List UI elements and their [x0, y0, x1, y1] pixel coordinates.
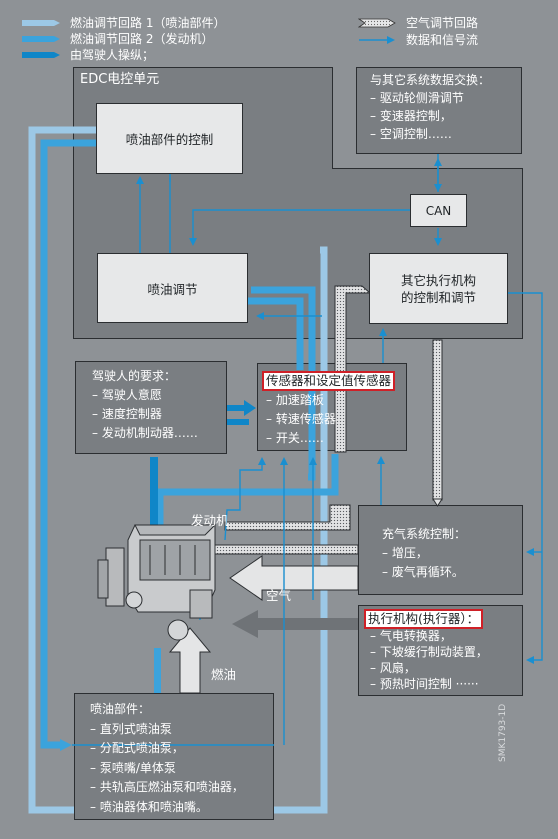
- list-item: – 喷油器体和喷油嘴。: [90, 799, 208, 814]
- other-actuators-line2: 的控制和调节: [400, 289, 476, 305]
- injection-components-list: – 直列式喷油泵 – 分配式喷油泵， – 泵喷嘴/单体泵 – 共轨高压燃油泵和喷…: [90, 720, 244, 818]
- other-systems-list: – 驱动轮侧滑调节 – 变速器控制， – 空调控制……: [370, 89, 490, 143]
- charge-control-text: 充气系统控制： – 增压， – 废气再循环。: [382, 525, 466, 582]
- driver-requirements-text: 驾驶人的要求： – 驾驶人意愿 – 速度控制器 – 发动机制动器……: [92, 367, 198, 443]
- signal-arrow-icon: [359, 35, 395, 44]
- legend-loop2-label: 燃油调节回路 2（发动机）: [70, 32, 214, 46]
- legend-item-loop1: 燃油调节回路 1（喷油部件）: [22, 14, 225, 31]
- list-item: – 废气再循环。: [382, 565, 464, 579]
- list-item: – 转速传感器: [266, 412, 336, 426]
- other-systems-text: 与其它系统数据交换： – 驱动轮侧滑调节 – 变速器控制， – 空调控制……: [370, 71, 490, 143]
- list-item: – 气电转换器，: [370, 629, 452, 643]
- legend-item-air: 空气调节回路: [358, 14, 478, 31]
- sensors-list: – 加速踏板 – 转速传感器 – 开关……: [266, 391, 336, 448]
- charge-control-list: – 增压， – 废气再循环。: [382, 544, 466, 582]
- list-item: – 开关……: [266, 431, 324, 445]
- list-item: – 下坡缓行制动装置，: [370, 645, 488, 659]
- engine-label: 发动机: [191, 513, 229, 528]
- sensors-title: 传感器和设定值传感器: [262, 370, 396, 391]
- can-box: CAN: [410, 194, 467, 227]
- injection-regulation-box: 喷油调节: [97, 253, 248, 323]
- list-item: – 风扇，: [370, 661, 416, 675]
- list-item: – 加速踏板: [266, 393, 324, 407]
- injection-components-box: [74, 693, 274, 820]
- edc-unit-title: EDC电控单元: [80, 72, 160, 87]
- legend-item-signal: 数据和信号流: [358, 31, 478, 48]
- fuel-label: 燃油: [211, 667, 237, 682]
- list-item: – 分配式喷油泵，: [90, 741, 184, 755]
- list-item: – 空调控制……: [370, 127, 452, 141]
- fuel-arrow: [168, 627, 212, 694]
- can-label: CAN: [425, 203, 452, 218]
- driver-requirements-title: 驾驶人的要求：: [92, 369, 177, 383]
- list-item: – 驱动轮侧滑调节: [370, 91, 464, 105]
- sensors-title-label: 传感器和设定值传感器: [262, 371, 396, 391]
- injection-component-control-label: 喷油部件的控制: [125, 132, 214, 147]
- actuators-title-label: 执行机构(执行器）：: [364, 609, 484, 629]
- charge-control-title: 充气系统控制：: [382, 527, 467, 541]
- legend-air-label: 空气调节回路: [406, 16, 479, 30]
- actuators-list: – 气电转换器， – 下坡缓行制动装置， – 风扇， – 预热时间控制 ····…: [370, 628, 488, 692]
- list-item: – 泵喷嘴/单体泵: [90, 760, 176, 775]
- legend-signal-label: 数据和信号流: [406, 33, 479, 47]
- figure-code: SMK1793-1D: [498, 703, 508, 762]
- loop1-swatch-icon: [22, 19, 60, 26]
- list-item: – 驾驶人意愿: [92, 388, 162, 402]
- engine-drawing: [97, 524, 217, 641]
- other-actuators-line1: 其它执行机构: [400, 272, 476, 288]
- air-label: 空气: [266, 588, 292, 603]
- driver-swatch-icon: [22, 51, 60, 58]
- charge-control-box: [358, 505, 523, 595]
- list-item: – 直列式喷油泵: [90, 721, 172, 736]
- other-actuators-box: 其它执行机构 的控制和调节: [369, 253, 508, 324]
- list-item: – 预热时间控制 ······: [370, 677, 479, 691]
- list-item: – 增压，: [382, 546, 428, 560]
- actuator-arrow: [232, 610, 358, 638]
- air-swatch-icon: [358, 18, 396, 27]
- loop2-swatch-icon: [22, 35, 60, 42]
- legend-loop1-label: 燃油调节回路 1（喷油部件）: [70, 16, 226, 30]
- actuators-title: 执行机构(执行器）：: [364, 608, 484, 629]
- list-item: – 共轨高压燃油泵和喷油器，: [90, 780, 244, 794]
- legend-driver-label: 由驾驶人操纵；: [70, 48, 155, 62]
- other-systems-box: [356, 67, 522, 154]
- driver-requirements-box: [75, 361, 227, 454]
- driver-requirements-list: – 驾驶人意愿 – 速度控制器 – 发动机制动器……: [92, 386, 198, 443]
- injection-component-control-box: 喷油部件的控制: [96, 103, 243, 174]
- driver-path: [150, 400, 256, 527]
- injection-components-title: 喷油部件：: [90, 702, 151, 716]
- list-item: – 发动机制动器……: [92, 426, 198, 440]
- injection-components-text: 喷油部件： – 直列式喷油泵 – 分配式喷油泵， – 泵喷嘴/单体泵 – 共轨高…: [90, 700, 244, 817]
- other-systems-title: 与其它系统数据交换：: [370, 73, 491, 87]
- list-item: – 速度控制器: [92, 407, 162, 421]
- legend-item-loop2: 燃油调节回路 2（发动机）: [22, 30, 213, 47]
- legend-item-driver: 由驾驶人操纵；: [22, 46, 154, 63]
- air-arrow: [229, 555, 359, 601]
- injection-regulation-label: 喷油调节: [147, 281, 198, 297]
- list-item: – 变速器控制，: [370, 109, 452, 123]
